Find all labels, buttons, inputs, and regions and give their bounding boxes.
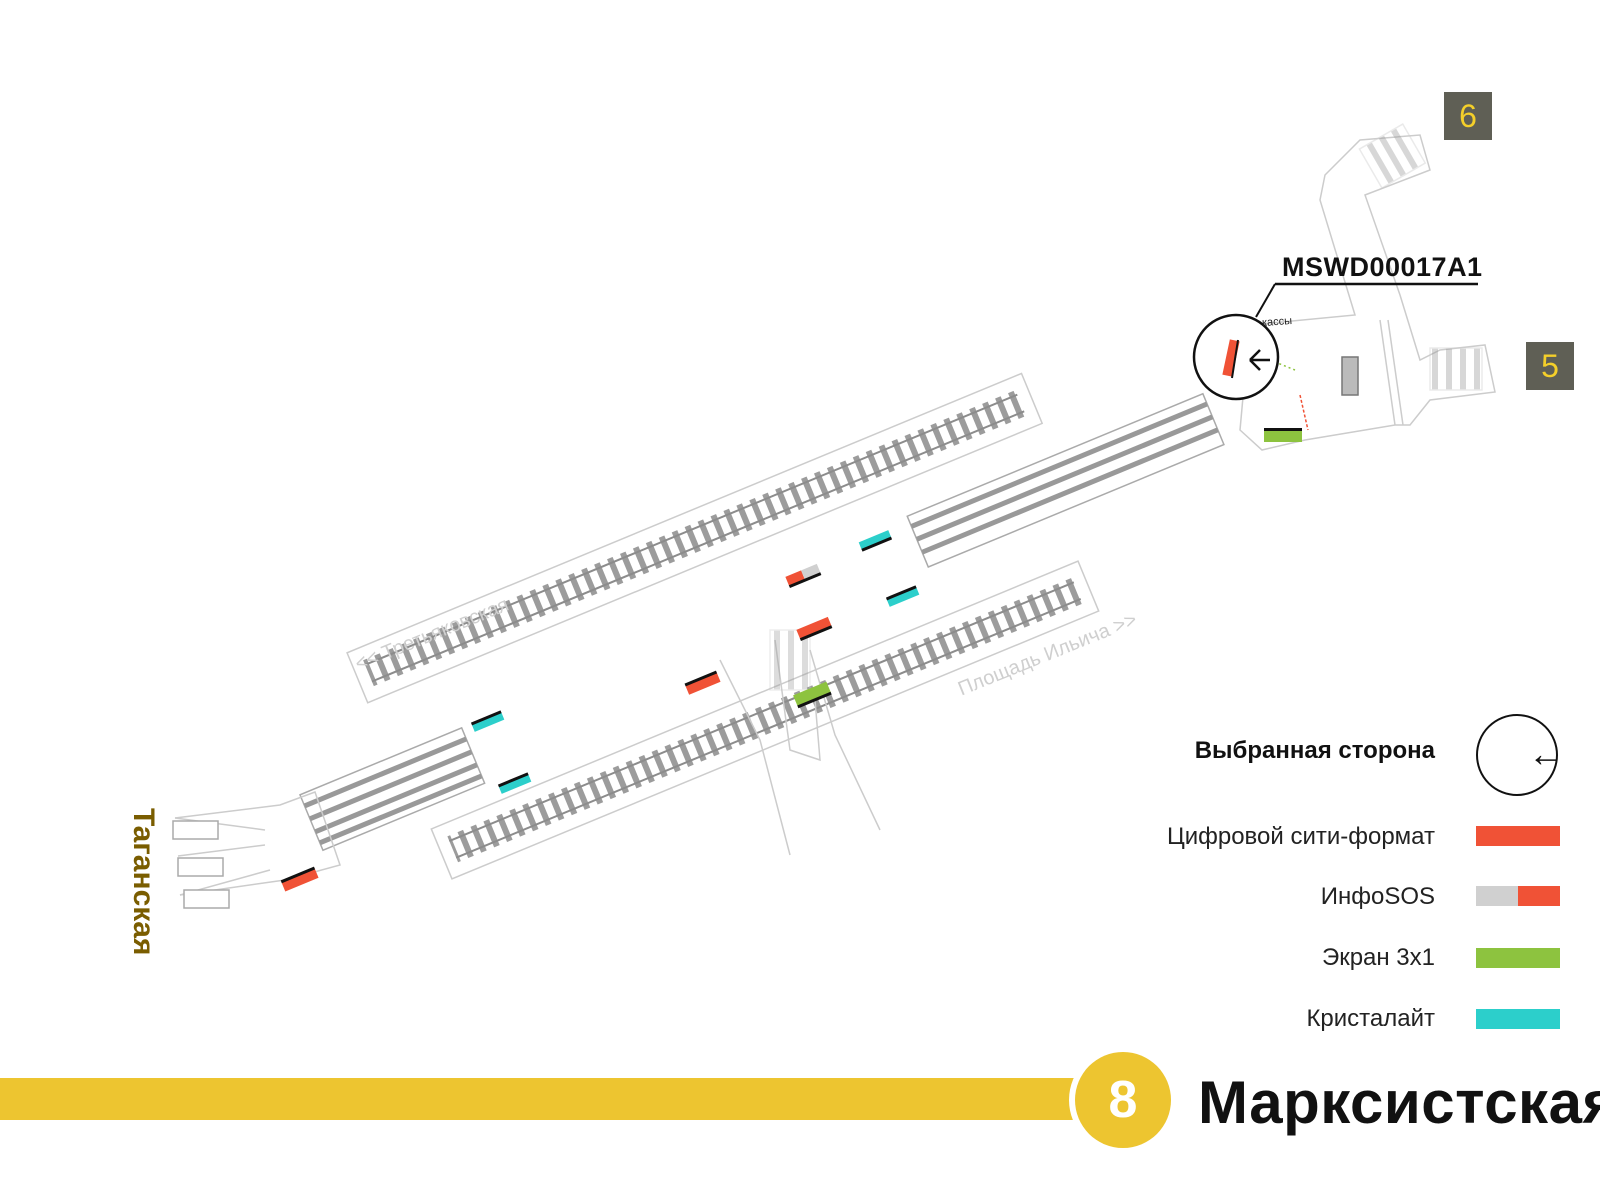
escalator-west bbox=[299, 726, 486, 852]
exit-5-badge: 5 bbox=[1526, 342, 1574, 390]
device-dcf bbox=[796, 616, 833, 641]
arrow-left-icon: ← bbox=[1528, 733, 1564, 774]
transfer-station-label: Таганская bbox=[127, 808, 160, 956]
device-crystal bbox=[858, 530, 893, 552]
metro-line-bar bbox=[0, 1078, 1090, 1120]
legend-swatch-dcf bbox=[1476, 826, 1560, 846]
lower-track bbox=[430, 560, 1100, 880]
device-screen bbox=[793, 681, 832, 709]
device-sos bbox=[785, 563, 822, 588]
device-id-label: MSWD00017A1 bbox=[1282, 252, 1483, 282]
escalator-east bbox=[906, 392, 1225, 569]
station-title: Марксистская bbox=[1198, 1069, 1600, 1136]
legend-swatch-screen bbox=[1476, 948, 1560, 968]
legend-swatch-sos bbox=[1476, 886, 1560, 906]
exit-6-badge: 6 bbox=[1444, 92, 1492, 140]
device-crystal bbox=[497, 772, 532, 794]
legend-selected-circle bbox=[1476, 714, 1558, 796]
selected-device-callout bbox=[1192, 282, 1478, 401]
device-screen bbox=[1264, 430, 1302, 442]
east-vestibule bbox=[1239, 123, 1496, 451]
legend-item-dcf: Цифровой сити-формат bbox=[1166, 823, 1435, 850]
device-dcf bbox=[280, 866, 319, 892]
west-vestibule bbox=[172, 791, 341, 909]
legend-swatch-crystal bbox=[1476, 1009, 1560, 1029]
upper-track bbox=[346, 372, 1044, 704]
device-crystal bbox=[470, 710, 505, 732]
line-number-circle bbox=[1075, 1052, 1171, 1148]
legend-item-sos: ИнфоSOS bbox=[1320, 883, 1435, 910]
ad-devices bbox=[280, 428, 1302, 892]
legend-item-crystal: Кристалайт bbox=[1306, 1005, 1435, 1032]
central-passage bbox=[719, 629, 881, 856]
legend-item-screen: Экран 3х1 bbox=[1321, 944, 1435, 971]
kassy-label: кассы bbox=[1261, 314, 1293, 330]
line-number: 8 bbox=[1108, 1071, 1138, 1129]
legend-selected-side: Выбранная сторона bbox=[1194, 737, 1435, 764]
device-crystal bbox=[885, 585, 920, 607]
device-dcf bbox=[684, 670, 721, 695]
